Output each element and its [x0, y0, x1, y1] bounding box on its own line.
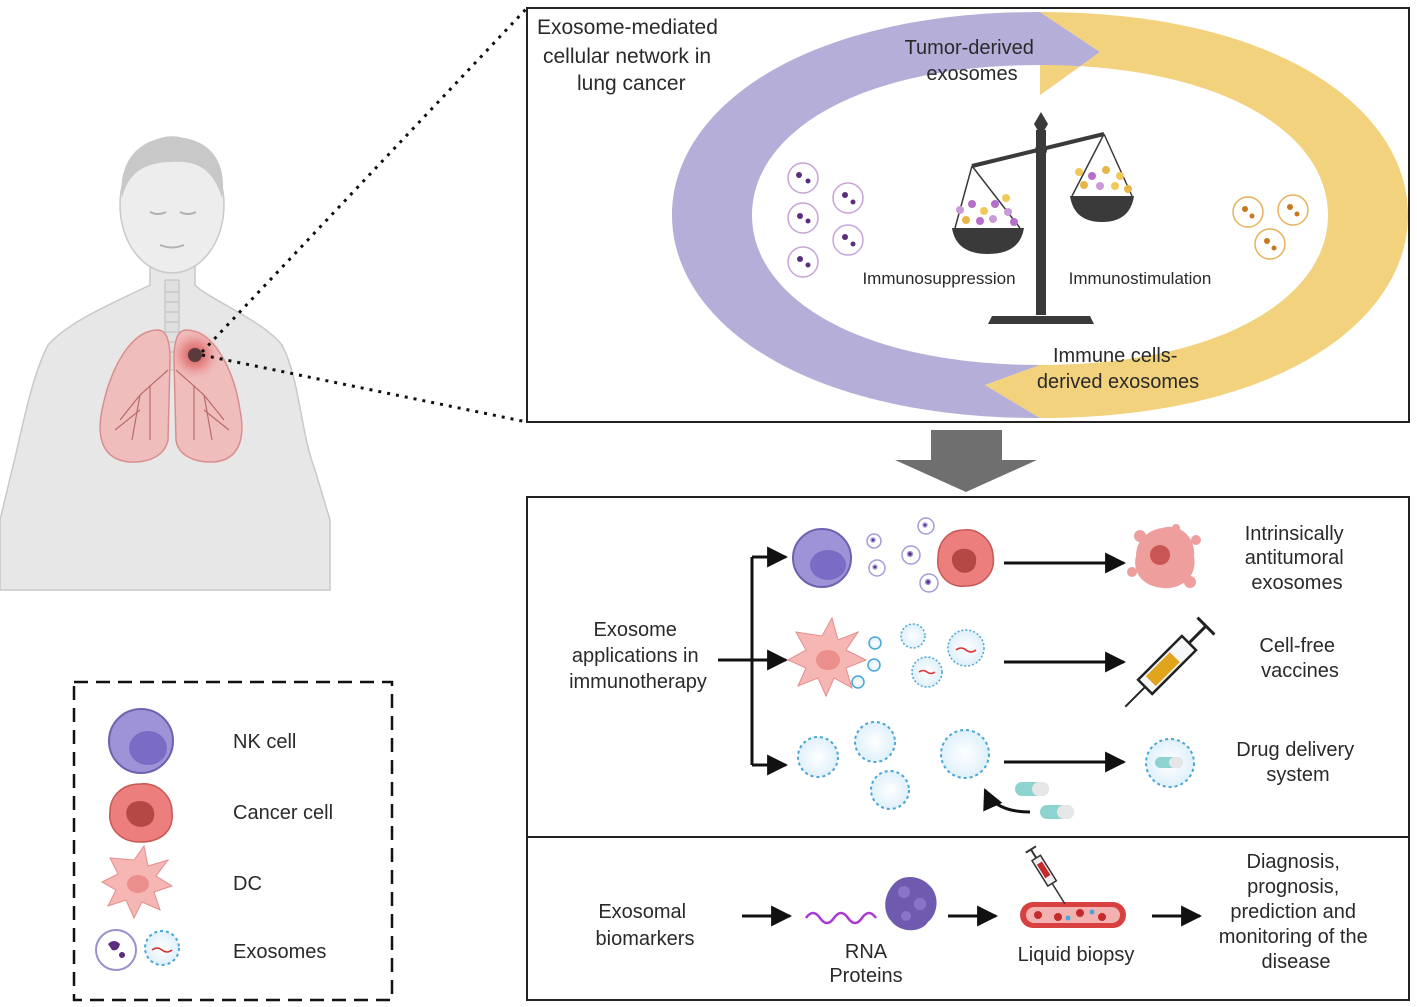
biomarker-outcomes: Diagnosis, prognosis, prediction and mon… — [1219, 851, 1374, 973]
protein-icon — [885, 876, 937, 931]
immune-exosomes-label: Immune cells- derived exosomes — [1037, 345, 1199, 393]
biomarkers-heading: Exosomal biomarkers — [596, 901, 695, 950]
tumor-site — [188, 348, 202, 362]
tumor-exosome-icon — [832, 224, 864, 256]
legend-frame — [72, 680, 394, 1002]
capsule-icon — [1015, 782, 1074, 819]
loading-arrow — [983, 788, 1031, 814]
legend-nk-label: NK cell — [233, 731, 296, 753]
cancer-cell-icon — [109, 783, 173, 843]
branch-arrows — [718, 546, 1127, 776]
outcome-cell-free-vaccines: Cell-free vaccines — [1259, 635, 1340, 682]
loaded-exosome-icon — [1145, 738, 1195, 788]
rna-strand-icon — [804, 911, 878, 925]
rna-label: RNA — [845, 941, 888, 963]
outcome-antitumoral-exosomes: Intrinsically antitumoral exosomes — [1245, 523, 1350, 594]
lysed-tumor-cell-icon — [1127, 524, 1201, 589]
tumor-exosome-band — [672, 12, 1100, 418]
dendritic-cell-icon — [100, 844, 174, 920]
outcome-drug-delivery: Drug delivery system — [1236, 739, 1359, 786]
legend-dc-label: DC — [233, 873, 262, 895]
proteins-label: Proteins — [829, 965, 902, 987]
immunosuppression-label: Immunosuppression — [862, 269, 1015, 288]
cancer-cell-icon — [937, 529, 995, 587]
nk-cell-icon — [792, 528, 852, 588]
right-pan-exosomes — [1075, 166, 1132, 193]
tumor-exosome-icon — [787, 162, 819, 194]
zoom-line-upper — [200, 6, 529, 354]
zoom-line-lower — [201, 353, 528, 424]
tumor-exosome-icon — [787, 246, 819, 278]
drug-exosome-icons — [797, 721, 990, 810]
applications-heading: Exosome applications in immunotherapy — [569, 619, 707, 693]
immune-exosome-icon — [1277, 194, 1309, 226]
left-pan-exosomes — [956, 194, 1018, 226]
small-exosome-icons — [851, 636, 882, 689]
immunotherapy-applications-panel: Exosome applications in immunotherapy — [526, 496, 1410, 1001]
tumor-exosome-cluster — [787, 162, 864, 278]
liquid-biopsy-label: Liquid biopsy — [1018, 944, 1135, 966]
exosome-icon — [95, 929, 180, 971]
nk-cell-icon — [108, 708, 174, 774]
immune-exosome-band — [985, 12, 1408, 418]
hair — [121, 137, 224, 198]
vaccine-exosome-icons — [900, 623, 985, 688]
legend-exosomes-label: Exosomes — [233, 941, 326, 963]
tumor-exosome-icon — [787, 202, 819, 234]
syringe-icon — [1124, 616, 1216, 708]
blood-vessel-icon — [1020, 902, 1126, 928]
immune-exosome-cluster — [1232, 194, 1309, 260]
tumor-exosomes-label: Tumor-derived exosomes — [905, 37, 1040, 85]
immune-exosome-icon — [1232, 196, 1264, 228]
legend-cancer-label: Cancer cell — [233, 802, 333, 824]
network-title: Exosome-mediated cellular network in lun… — [537, 16, 724, 95]
tumor-exosome-icon — [832, 182, 864, 214]
human-figure-illustration — [0, 136, 331, 591]
immunostimulation-label: Immunostimulation — [1069, 269, 1212, 288]
dendritic-cell-icon — [786, 616, 868, 698]
immune-exosome-icon — [1254, 228, 1286, 260]
exosome-icon — [866, 517, 939, 593]
legend: NK cell Cancer cell DC Exosomes — [72, 680, 394, 1002]
exosome-network-panel: Exosome-mediated cellular network in lun… — [526, 7, 1410, 423]
balance-scale-icon — [952, 112, 1134, 324]
big-down-arrow — [895, 430, 1037, 492]
needle-icon — [1025, 845, 1066, 905]
